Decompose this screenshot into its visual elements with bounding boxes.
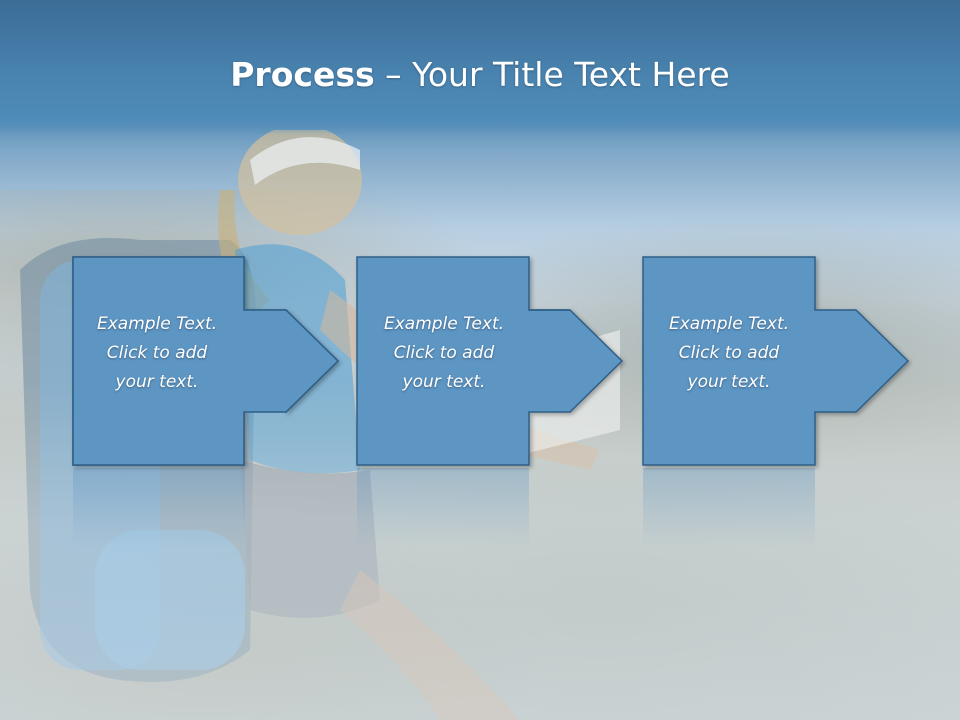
step-3-line-2: Click to add: [678, 343, 780, 363]
step-1-outline: [72, 256, 340, 466]
title-rest: – Your Title Text Here: [374, 55, 730, 94]
slide-title[interactable]: Process – Your Title Text Here: [0, 54, 960, 96]
step-2-line-1: Example Text.: [383, 314, 505, 334]
step-reflections: [73, 468, 815, 548]
step-1-line-3: your text.: [115, 372, 199, 392]
step-2-text[interactable]: Example Text. Click to add your text.: [358, 310, 530, 397]
step-3-line-3: your text.: [687, 372, 771, 392]
step-3-line-1: Example Text.: [668, 314, 790, 334]
step-3-text[interactable]: Example Text. Click to add your text.: [643, 310, 815, 397]
step-1-line-2: Click to add: [106, 343, 208, 363]
title-band: [0, 0, 960, 135]
step-2-line-2: Click to add: [393, 343, 495, 363]
step-2-shape[interactable]: [356, 256, 624, 466]
step-1-text[interactable]: Example Text. Click to add your text.: [71, 310, 243, 397]
title-bold: Process: [230, 55, 375, 94]
step-1-line-1: Example Text.: [96, 314, 218, 334]
step-3-shape[interactable]: [642, 256, 910, 466]
step-2-line-3: your text.: [402, 372, 486, 392]
